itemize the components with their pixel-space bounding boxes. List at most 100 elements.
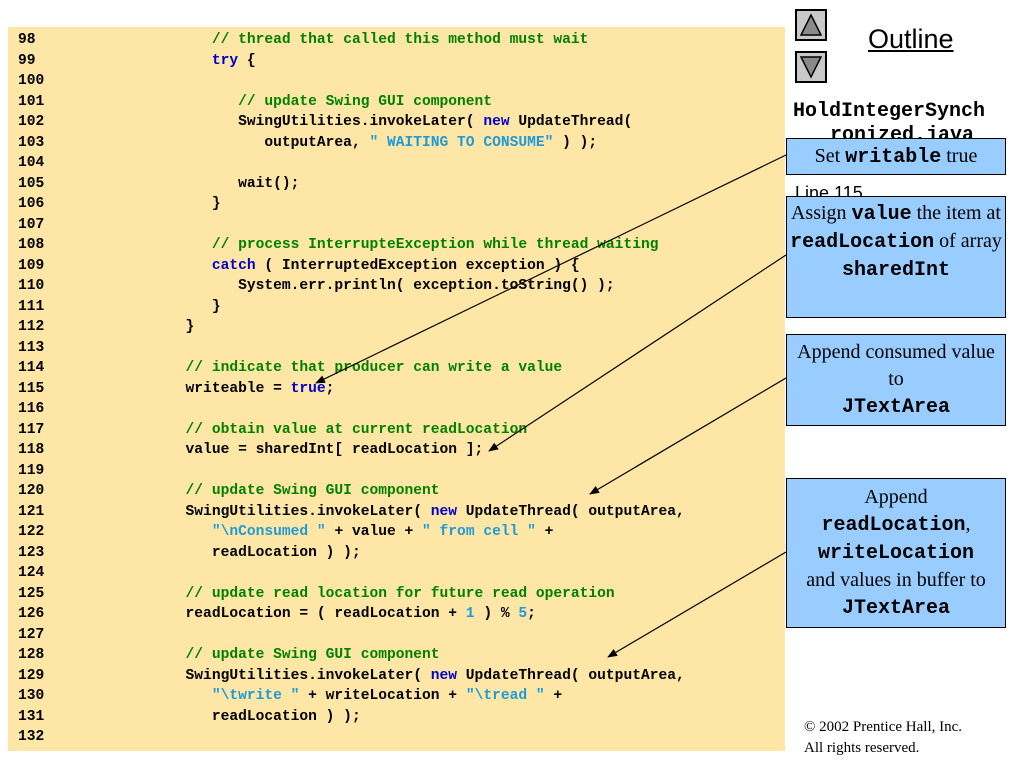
line-number: 115 xyxy=(18,380,45,397)
code-token: new xyxy=(430,667,458,684)
code-token: // thread that called this method must w… xyxy=(211,32,589,48)
code-line: 110 System.err.println( exception.toStri… xyxy=(18,276,615,296)
code-token: wait(); xyxy=(133,175,300,192)
code-token: UpdateThread( outputArea, xyxy=(457,503,685,520)
callout-text: and values in buffer to xyxy=(806,569,986,591)
line-number: 124 xyxy=(18,565,45,581)
copyright-notice: © 2002 Prentice Hall, Inc. All rights re… xyxy=(804,717,962,759)
line-number: 104 xyxy=(18,155,45,171)
code-token: } xyxy=(133,298,221,315)
code-line: 124 xyxy=(18,563,133,583)
code-token: } xyxy=(133,319,195,335)
code-line: 100 xyxy=(18,71,133,91)
code-line: 126 readLocation = ( readLocation + 1 ) … xyxy=(18,604,536,624)
code-token: + xyxy=(535,524,554,540)
code-line: 106 } xyxy=(18,194,221,214)
code-token: readLocation ) ); xyxy=(133,544,361,561)
code-token: SwingUtilities.invokeLater( xyxy=(133,114,484,130)
code-token: SwingUtilities.invokeLater( xyxy=(133,667,431,684)
code-line: 117 // obtain value at current readLocat… xyxy=(18,420,527,440)
code-token: UpdateThread( xyxy=(509,114,633,130)
callout-append-locations: Append readLocation, writeLocation and v… xyxy=(786,478,1006,628)
next-slide-button[interactable] xyxy=(795,51,827,83)
code-line: 109 catch ( InterruptedException excepti… xyxy=(18,256,580,276)
code-token: { xyxy=(238,52,256,69)
arrow-to-line-118 xyxy=(488,254,787,452)
code-line: 102 SwingUtilities.invokeLater( new Upda… xyxy=(18,112,632,132)
line-number: 127 xyxy=(18,626,45,643)
code-token: ) % xyxy=(474,606,519,622)
callout-code: readLocation xyxy=(821,514,966,537)
code-line: 105 wait(); xyxy=(18,174,299,194)
callout-code: writeLocation xyxy=(817,542,975,565)
code-line: 104 xyxy=(18,153,133,173)
line-number: 109 xyxy=(18,257,45,274)
line-number: 128 xyxy=(18,647,45,663)
callout-text: , xyxy=(965,513,971,535)
previous-slide-button[interactable] xyxy=(795,9,827,41)
code-line: 112 } xyxy=(18,317,194,337)
code-token: " from cell " xyxy=(422,524,536,540)
callout-code: JTextArea xyxy=(841,597,951,620)
code-token: } xyxy=(133,196,221,212)
line-number: 117 xyxy=(18,421,45,438)
copyright-line: All rights reserved. xyxy=(804,740,920,756)
callout-set-writable: Set writable true xyxy=(786,138,1006,175)
code-token: catch xyxy=(211,257,256,274)
line-number: 132 xyxy=(18,729,45,745)
code-token: true xyxy=(290,380,326,397)
code-token: "\twrite " xyxy=(211,688,300,704)
code-token: // obtain value at current readLocation xyxy=(185,421,528,438)
line-number: 100 xyxy=(18,73,45,89)
callout-text: of array xyxy=(934,230,1002,252)
code-line: 103 outputArea, " WAITING TO CONSUME" ) … xyxy=(18,133,597,153)
callout-code: readLocation xyxy=(790,231,935,254)
code-line: 118 value = sharedInt[ readLocation ]; xyxy=(18,440,483,460)
line-number: 102 xyxy=(18,114,45,130)
code-line: 122 "\nConsumed " + value + " from cell … xyxy=(18,522,553,542)
code-token: ) ); xyxy=(553,134,598,151)
arrow-to-line-121 xyxy=(589,377,787,495)
code-token: value = sharedInt[ readLocation ]; xyxy=(133,442,484,458)
code-token: outputArea, xyxy=(133,134,370,151)
up-triangle-icon xyxy=(799,13,823,36)
code-line: 129 SwingUtilities.invokeLater( new Upda… xyxy=(18,666,685,686)
callout-text: Assign xyxy=(790,202,852,224)
code-token: "\nConsumed " xyxy=(211,524,326,540)
line-number: 106 xyxy=(18,196,45,212)
code-line: 99 try { xyxy=(18,51,256,71)
line-number: 113 xyxy=(18,339,45,356)
callout-append-consumed: Append consumed value to JTextArea xyxy=(786,334,1006,426)
code-line: 128 // update Swing GUI component xyxy=(18,645,440,665)
code-line: 119 xyxy=(18,461,133,481)
line-number: 110 xyxy=(18,278,45,294)
code-token: // update read location for future read … xyxy=(185,585,615,602)
code-line: 115 writeable = true; xyxy=(18,379,334,399)
line-number: 108 xyxy=(18,237,45,253)
callout-code: sharedInt xyxy=(841,259,951,282)
code-token: // update Swing GUI component xyxy=(238,93,493,110)
code-listing: 98 // thread that called this method mus… xyxy=(8,27,785,751)
code-token: "\tread " xyxy=(465,688,545,704)
callout-text: Append xyxy=(864,486,928,508)
line-number: 121 xyxy=(18,503,45,520)
code-token: // update Swing GUI component xyxy=(185,483,440,499)
code-line: 127 xyxy=(18,625,133,645)
code-line: 98 // thread that called this method mus… xyxy=(18,30,588,50)
code-token: System.err.println( exception.toString()… xyxy=(133,278,615,294)
code-line: 114 // indicate that producer can write … xyxy=(18,358,562,378)
line-number: 120 xyxy=(18,483,45,499)
outline-link[interactable]: Outline xyxy=(868,24,954,54)
code-token: // update Swing GUI component xyxy=(185,647,440,663)
line-number: 126 xyxy=(18,606,45,622)
code-line: 132 xyxy=(18,727,133,747)
code-token: ; xyxy=(527,606,536,622)
code-line: 111 } xyxy=(18,297,221,317)
code-token: try xyxy=(211,52,239,69)
down-triangle-icon xyxy=(799,56,823,79)
line-number: 111 xyxy=(18,298,45,315)
code-line: 123 readLocation ) ); xyxy=(18,543,361,563)
line-number: 103 xyxy=(18,134,45,151)
code-line: 107 xyxy=(18,215,133,235)
code-token: UpdateThread( outputArea, xyxy=(457,667,685,684)
